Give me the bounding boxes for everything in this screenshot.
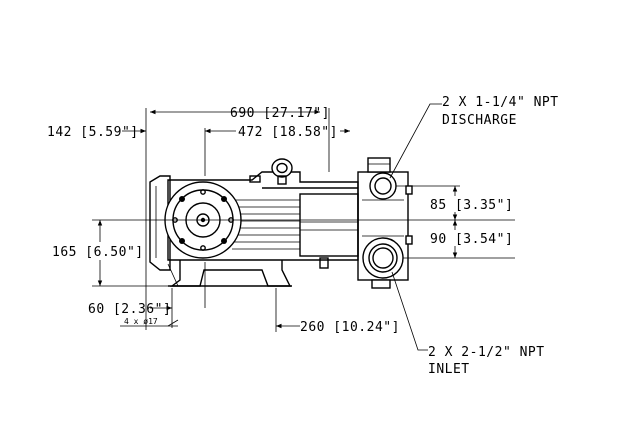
dim-discharge-height-label: 85 [3.35"]	[430, 198, 513, 213]
dim-left-offset: 142 [5.59"]	[47, 125, 146, 140]
dim-inner-length: 472 [18.58"]	[205, 125, 350, 140]
manifold-head	[357, 157, 413, 289]
inlet-label: INLET	[428, 362, 470, 377]
dim-foot-width: 60 [2.36"]	[88, 288, 173, 328]
discharge-callout: 2 X 1-1/4" NPT DISCHARGE	[389, 95, 559, 179]
inlet-callout: 2 X 2-1/2" NPT INLET	[391, 271, 545, 377]
discharge-label: DISCHARGE	[442, 113, 517, 128]
dim-shaft-height-label: 165 [6.50"]	[52, 245, 144, 260]
inlet-port	[362, 237, 404, 279]
dim-mount-hole-label: 4 x ø17	[124, 317, 158, 326]
dim-mount-hole: 4 x ø17	[120, 317, 179, 327]
dim-discharge-height: 85 [3.35"]	[396, 185, 522, 220]
discharge-size-label: 2 X 1-1/4" NPT	[442, 95, 559, 110]
dim-foot-spacing: 260 [10.24"]	[275, 288, 400, 335]
dim-overall-length-label: 690 [27.17"]	[230, 106, 330, 121]
dim-shaft-height: 165 [6.50"]	[50, 220, 168, 287]
dim-inner-length-label: 472 [18.58"]	[238, 125, 338, 140]
inlet-size-label: 2 X 2-1/2" NPT	[428, 345, 545, 360]
discharge-port	[369, 172, 397, 200]
dim-foot-spacing-label: 260 [10.24"]	[300, 320, 400, 335]
cooling-fins	[232, 199, 300, 250]
lifting-eye	[271, 158, 293, 185]
pump-foot	[167, 260, 292, 287]
dim-inlet-height-label: 90 [3.54"]	[430, 232, 513, 247]
dim-overall-length: 690 [27.17"]	[150, 106, 330, 121]
dim-inlet-height: 90 [3.54"]	[403, 219, 522, 259]
pump-body	[149, 157, 413, 289]
dim-left-offset-label: 142 [5.59"]	[47, 125, 139, 140]
dim-foot-width-label: 60 [2.36"]	[88, 302, 171, 317]
